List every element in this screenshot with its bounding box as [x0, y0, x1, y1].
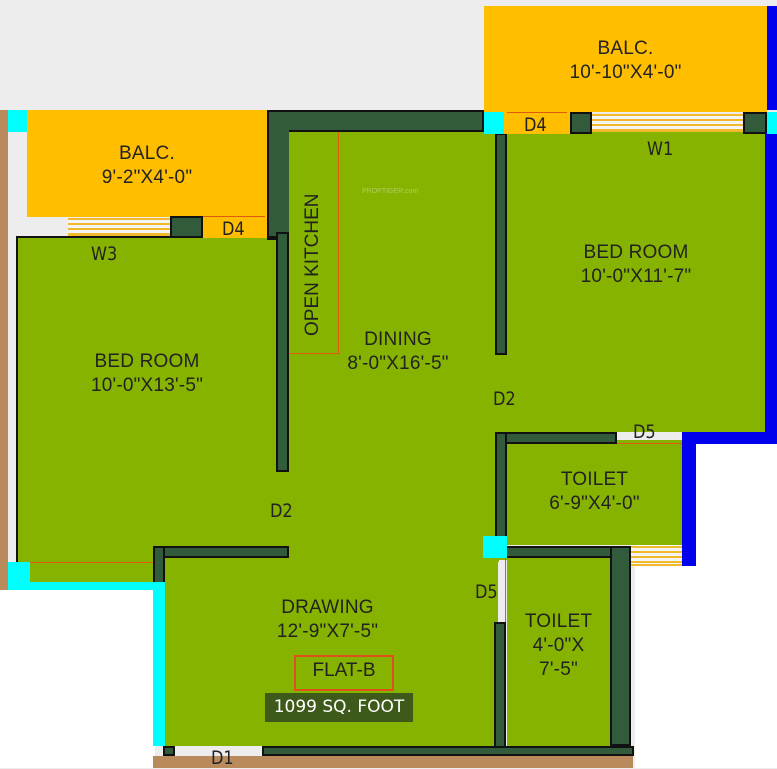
bedroom-right-floor [499, 132, 767, 432]
door-line-d5-bottom [505, 558, 506, 622]
room-size: 12'-9"X7'-5" [276, 621, 379, 642]
wall-top-center [267, 110, 484, 132]
bedroom-left-label: BED ROOM 10'-0"X13'-5" [17, 350, 277, 398]
wall-drawing-top [153, 546, 289, 558]
wall-toilet-right-top [495, 432, 617, 444]
column [767, 112, 777, 134]
column [483, 536, 507, 558]
door-tag-d5-toilet-right: D5 [633, 421, 656, 443]
staircase-edge [0, 110, 8, 590]
toilet-bottom-floor [507, 558, 612, 746]
exterior-wall-toilet-right [682, 432, 696, 566]
wall-toilet-right-left [495, 432, 507, 538]
room-size-line2: 7'-5" [539, 659, 578, 680]
window-tag-w3: W3 [91, 243, 118, 265]
drawing-label: DRAWING 12'-9"X7'-5" [165, 596, 490, 644]
column [484, 112, 504, 134]
room-size: 10'-0"X13'-5" [90, 375, 204, 396]
window-tag-w1: W1 [647, 138, 674, 160]
balcony-left-label: BALC. 9'-2"X4'-0" [27, 142, 267, 190]
toilet-bottom-label: TOILET 4'-0"X 7'-5" [507, 610, 610, 682]
door-tag-d4-left: D4 [222, 218, 245, 240]
room-size: 10'-10"X4'-0" [569, 62, 682, 83]
wall-left-outer [16, 236, 18, 563]
door-tag-d2-passage: D2 [270, 500, 293, 522]
wall-toilet-bottom-right [610, 546, 631, 746]
balcony-right-label: BALC. 10'-10"X4'-0" [484, 37, 767, 85]
room-size: 6'-9"X4'-0" [549, 493, 640, 514]
balcony-left [27, 110, 267, 217]
door-d4-right-block [504, 112, 570, 134]
total-area-badge: 1099 SQ. FOOT [265, 693, 413, 722]
watermark: PROPTIGER.com [362, 188, 419, 195]
column [30, 582, 165, 590]
wall-bedroom-divider [276, 232, 289, 472]
balcony-right [484, 6, 767, 112]
toilet-right-floor [505, 440, 685, 545]
door-tag-d2-dining: D2 [493, 388, 516, 410]
window-w1 [592, 114, 743, 132]
column [153, 584, 165, 746]
open-kitchen-label: OPEN KITCHEN [302, 193, 323, 336]
left-bottom-strip [30, 562, 155, 582]
exterior-wall-toilet-top [682, 432, 777, 444]
kitchen-counter-line-v [338, 132, 339, 354]
wall-toilet-bottom-left [494, 622, 506, 748]
wall-block-w1-right [743, 112, 767, 134]
wall-bedroom-right-partition [495, 133, 507, 355]
window-toilet-right [631, 546, 682, 566]
wall-block-w1-left [570, 112, 592, 134]
room-name: BALC. [119, 143, 175, 164]
bottom-edge [153, 756, 633, 768]
door-tag-d5-toilet-bottom: D5 [475, 581, 498, 603]
room-name: BED ROOM [583, 242, 689, 263]
wall-left-top-line [17, 236, 277, 238]
door-tag-d1: D1 [211, 747, 234, 769]
exterior-white-area [0, 590, 155, 768]
column [8, 110, 27, 132]
door-tag-d4-right: D4 [524, 114, 547, 136]
wall-bottom [262, 746, 634, 756]
dining-label: DINING 8'-0"X16'-5" [300, 328, 496, 376]
exterior-wall-right-top [767, 6, 777, 110]
room-size: 9'-2"X4'-0" [101, 167, 193, 188]
door-line-left-bottom [30, 562, 153, 563]
column [8, 562, 30, 590]
wall-drawing-left-stub [153, 546, 165, 584]
window-w3 [68, 218, 170, 236]
room-name: BALC. [597, 38, 654, 59]
exterior-wall-right [765, 132, 777, 442]
wall-block-w3 [170, 216, 203, 238]
room-size-line1: 4'-0"X [532, 635, 585, 656]
room-size: 8'-0"X16'-5" [347, 353, 449, 374]
toilet-right-label: TOILET 6'-9"X4'-0" [507, 468, 682, 516]
door-line-d4-left [203, 216, 265, 217]
wall-kitchen-left [267, 110, 289, 240]
room-name: DRAWING [281, 597, 374, 618]
door-line-d5-right [617, 443, 682, 444]
door-d4-left-block [203, 216, 267, 238]
room-name: BED ROOM [94, 351, 200, 372]
door-line-d4-right [507, 112, 567, 113]
wall-bottom-left-stub [163, 746, 175, 756]
room-name: DINING [364, 329, 432, 350]
room-size: 10'-0"X11'-7" [580, 266, 692, 287]
kitchen-counter-line-h [289, 353, 339, 354]
flat-name-box: FLAT-B [294, 655, 394, 691]
room-name: TOILET [524, 611, 593, 632]
bedroom-right-label: BED ROOM 10'-0"X11'-7" [507, 241, 765, 289]
room-name: TOILET [560, 469, 629, 490]
passage-floor [17, 430, 507, 560]
